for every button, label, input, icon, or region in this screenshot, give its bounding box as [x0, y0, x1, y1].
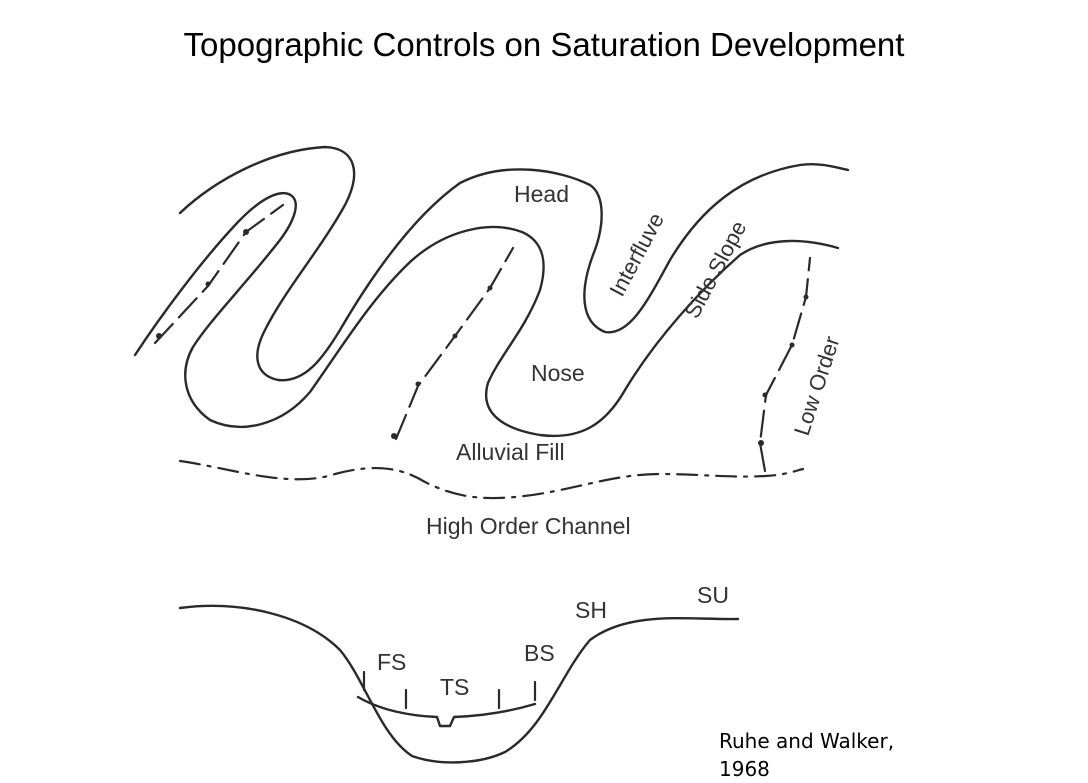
- drainage-node: [789, 342, 795, 348]
- interfluve-label: Interfluve: [604, 209, 669, 301]
- drainage-node: [205, 281, 211, 287]
- cross-section: SU SH BS FS TS: [178, 582, 740, 764]
- drainage-node: [758, 440, 764, 446]
- drainage-node: [391, 433, 397, 439]
- low-order-label: Low Order: [789, 333, 845, 438]
- drainage-node: [243, 229, 249, 235]
- head-label: Head: [514, 181, 569, 207]
- citation-authors: Ruhe and Walker,: [719, 729, 895, 753]
- high-order-channel-label: High Order Channel: [426, 513, 631, 539]
- alluvial-fill-label: Alluvial Fill: [456, 439, 565, 465]
- drainage-line-east: [758, 256, 812, 473]
- contour-line-outer: [178, 145, 850, 382]
- drainage-node: [415, 381, 421, 387]
- slide: Topographic Controls on Saturation Devel…: [133, 26, 905, 781]
- nose-label: Nose: [531, 360, 585, 386]
- high-order-channel-line: [178, 459, 805, 500]
- valley-profile-line: [178, 604, 740, 764]
- fs-label: FS: [377, 649, 406, 675]
- landform-diagram: Head Nose Alluvial Fill High Order Chann…: [133, 145, 850, 764]
- plan-view: Head Nose Alluvial Fill High Order Chann…: [133, 145, 850, 539]
- slide-title: Topographic Controls on Saturation Devel…: [183, 26, 905, 63]
- ts-label: TS: [440, 674, 469, 700]
- citation-year: 1968: [719, 757, 770, 781]
- drainage-node: [803, 294, 809, 300]
- valley-floor-line: [356, 695, 537, 728]
- drainage-node: [452, 333, 458, 339]
- su-label: SU: [697, 582, 729, 608]
- drainage-line-central: [394, 246, 515, 441]
- drainage-node: [487, 285, 493, 291]
- contour-line-inner: [133, 191, 840, 438]
- drainage-node: [156, 333, 162, 339]
- sh-label: SH: [575, 597, 607, 623]
- citation: Ruhe and Walker, 1968: [719, 727, 969, 783]
- drainage-line-west: [153, 203, 285, 345]
- bs-label: BS: [524, 640, 555, 666]
- drainage-node: [762, 392, 768, 398]
